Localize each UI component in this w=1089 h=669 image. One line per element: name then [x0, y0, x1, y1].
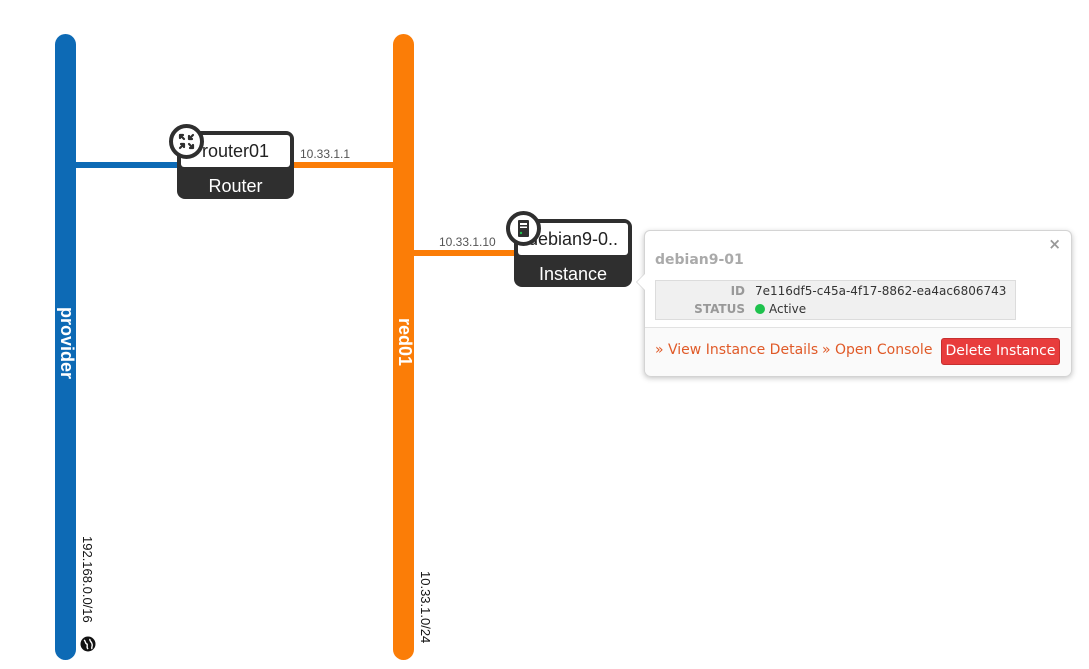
status-dot-icon [755, 304, 765, 314]
router-red01-link [292, 162, 394, 168]
id-label: ID [730, 284, 745, 298]
router-node[interactable]: router01 Router [177, 131, 294, 199]
close-icon[interactable]: × [1048, 235, 1061, 253]
network-provider-label: provider [57, 307, 77, 380]
network-red01-label: red01 [395, 318, 415, 367]
router-icon [169, 124, 204, 159]
instance-info-popup: × debian9-01 ID 7e116df5-c45a-4f17-8862-… [636, 230, 1072, 376]
open-console-link[interactable]: » Open Console [822, 342, 933, 358]
globe-icon [80, 636, 96, 652]
info-row-status: STATUS Active [656, 300, 1015, 318]
status-value-wrap: Active [755, 300, 806, 318]
instance-info-table: ID 7e116df5-c45a-4f17-8862-ea4ac6806743 … [655, 280, 1016, 320]
network-provider-cidr: 192.168.0.0/16 [80, 536, 95, 623]
id-value: 7e116df5-c45a-4f17-8862-ea4ac6806743 [755, 284, 1007, 298]
delete-instance-button[interactable]: Delete Instance [941, 338, 1060, 365]
router-port-ip: 10.33.1.1 [300, 147, 351, 161]
router-type: Router [208, 176, 263, 196]
instance-type: Instance [538, 264, 608, 284]
router-provider-link [76, 162, 180, 168]
server-icon [506, 211, 541, 246]
network-red01-cidr: 10.33.1.0/24 [418, 571, 433, 644]
status-value: Active [769, 302, 807, 316]
view-instance-details-link[interactable]: » View Instance Details [655, 342, 819, 358]
status-label: STATUS [694, 302, 745, 316]
popup-footer: » View Instance Details » Open Console D… [645, 327, 1071, 376]
instance-port-ip: 10.33.1.10 [439, 235, 496, 249]
instance-red01-link [414, 250, 518, 256]
popup-title: debian9-01 [655, 252, 744, 268]
network-provider-bar[interactable] [55, 34, 76, 660]
info-row-id: ID 7e116df5-c45a-4f17-8862-ea4ac6806743 [656, 282, 1015, 300]
network-red01-bar[interactable] [393, 34, 414, 660]
